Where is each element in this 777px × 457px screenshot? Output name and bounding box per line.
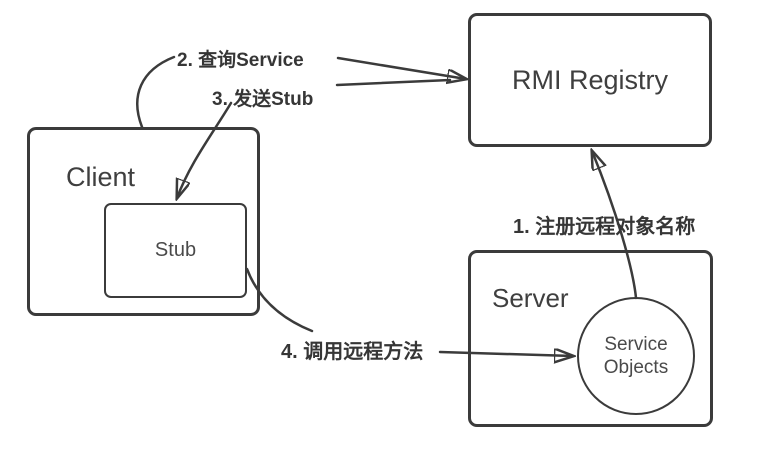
stub-node-box: Stub [104, 203, 247, 298]
step1-label: 1. 注册远程对象名称 [513, 216, 696, 238]
step2-label: 2. 查询Service [177, 50, 304, 71]
rmi-registry-node-label: RMI Registry [511, 64, 668, 95]
service-objects-node-circle: Service Objects [577, 297, 695, 415]
step3-tail-line [335, 78, 452, 87]
step3-label: 3. 发送Stub [212, 89, 314, 110]
rmi-registry-node-box: RMI Registry [468, 13, 712, 147]
server-node-label: Server [492, 283, 569, 313]
service-objects-node-label: Service Objects [603, 334, 669, 378]
step2-arrow-line [336, 56, 466, 79]
step2-tail-curve [136, 55, 176, 129]
step4-label: 4. 调用远程方法 [281, 341, 424, 363]
stub-node-label: Stub [154, 239, 197, 261]
client-node-label: Client [66, 162, 136, 192]
